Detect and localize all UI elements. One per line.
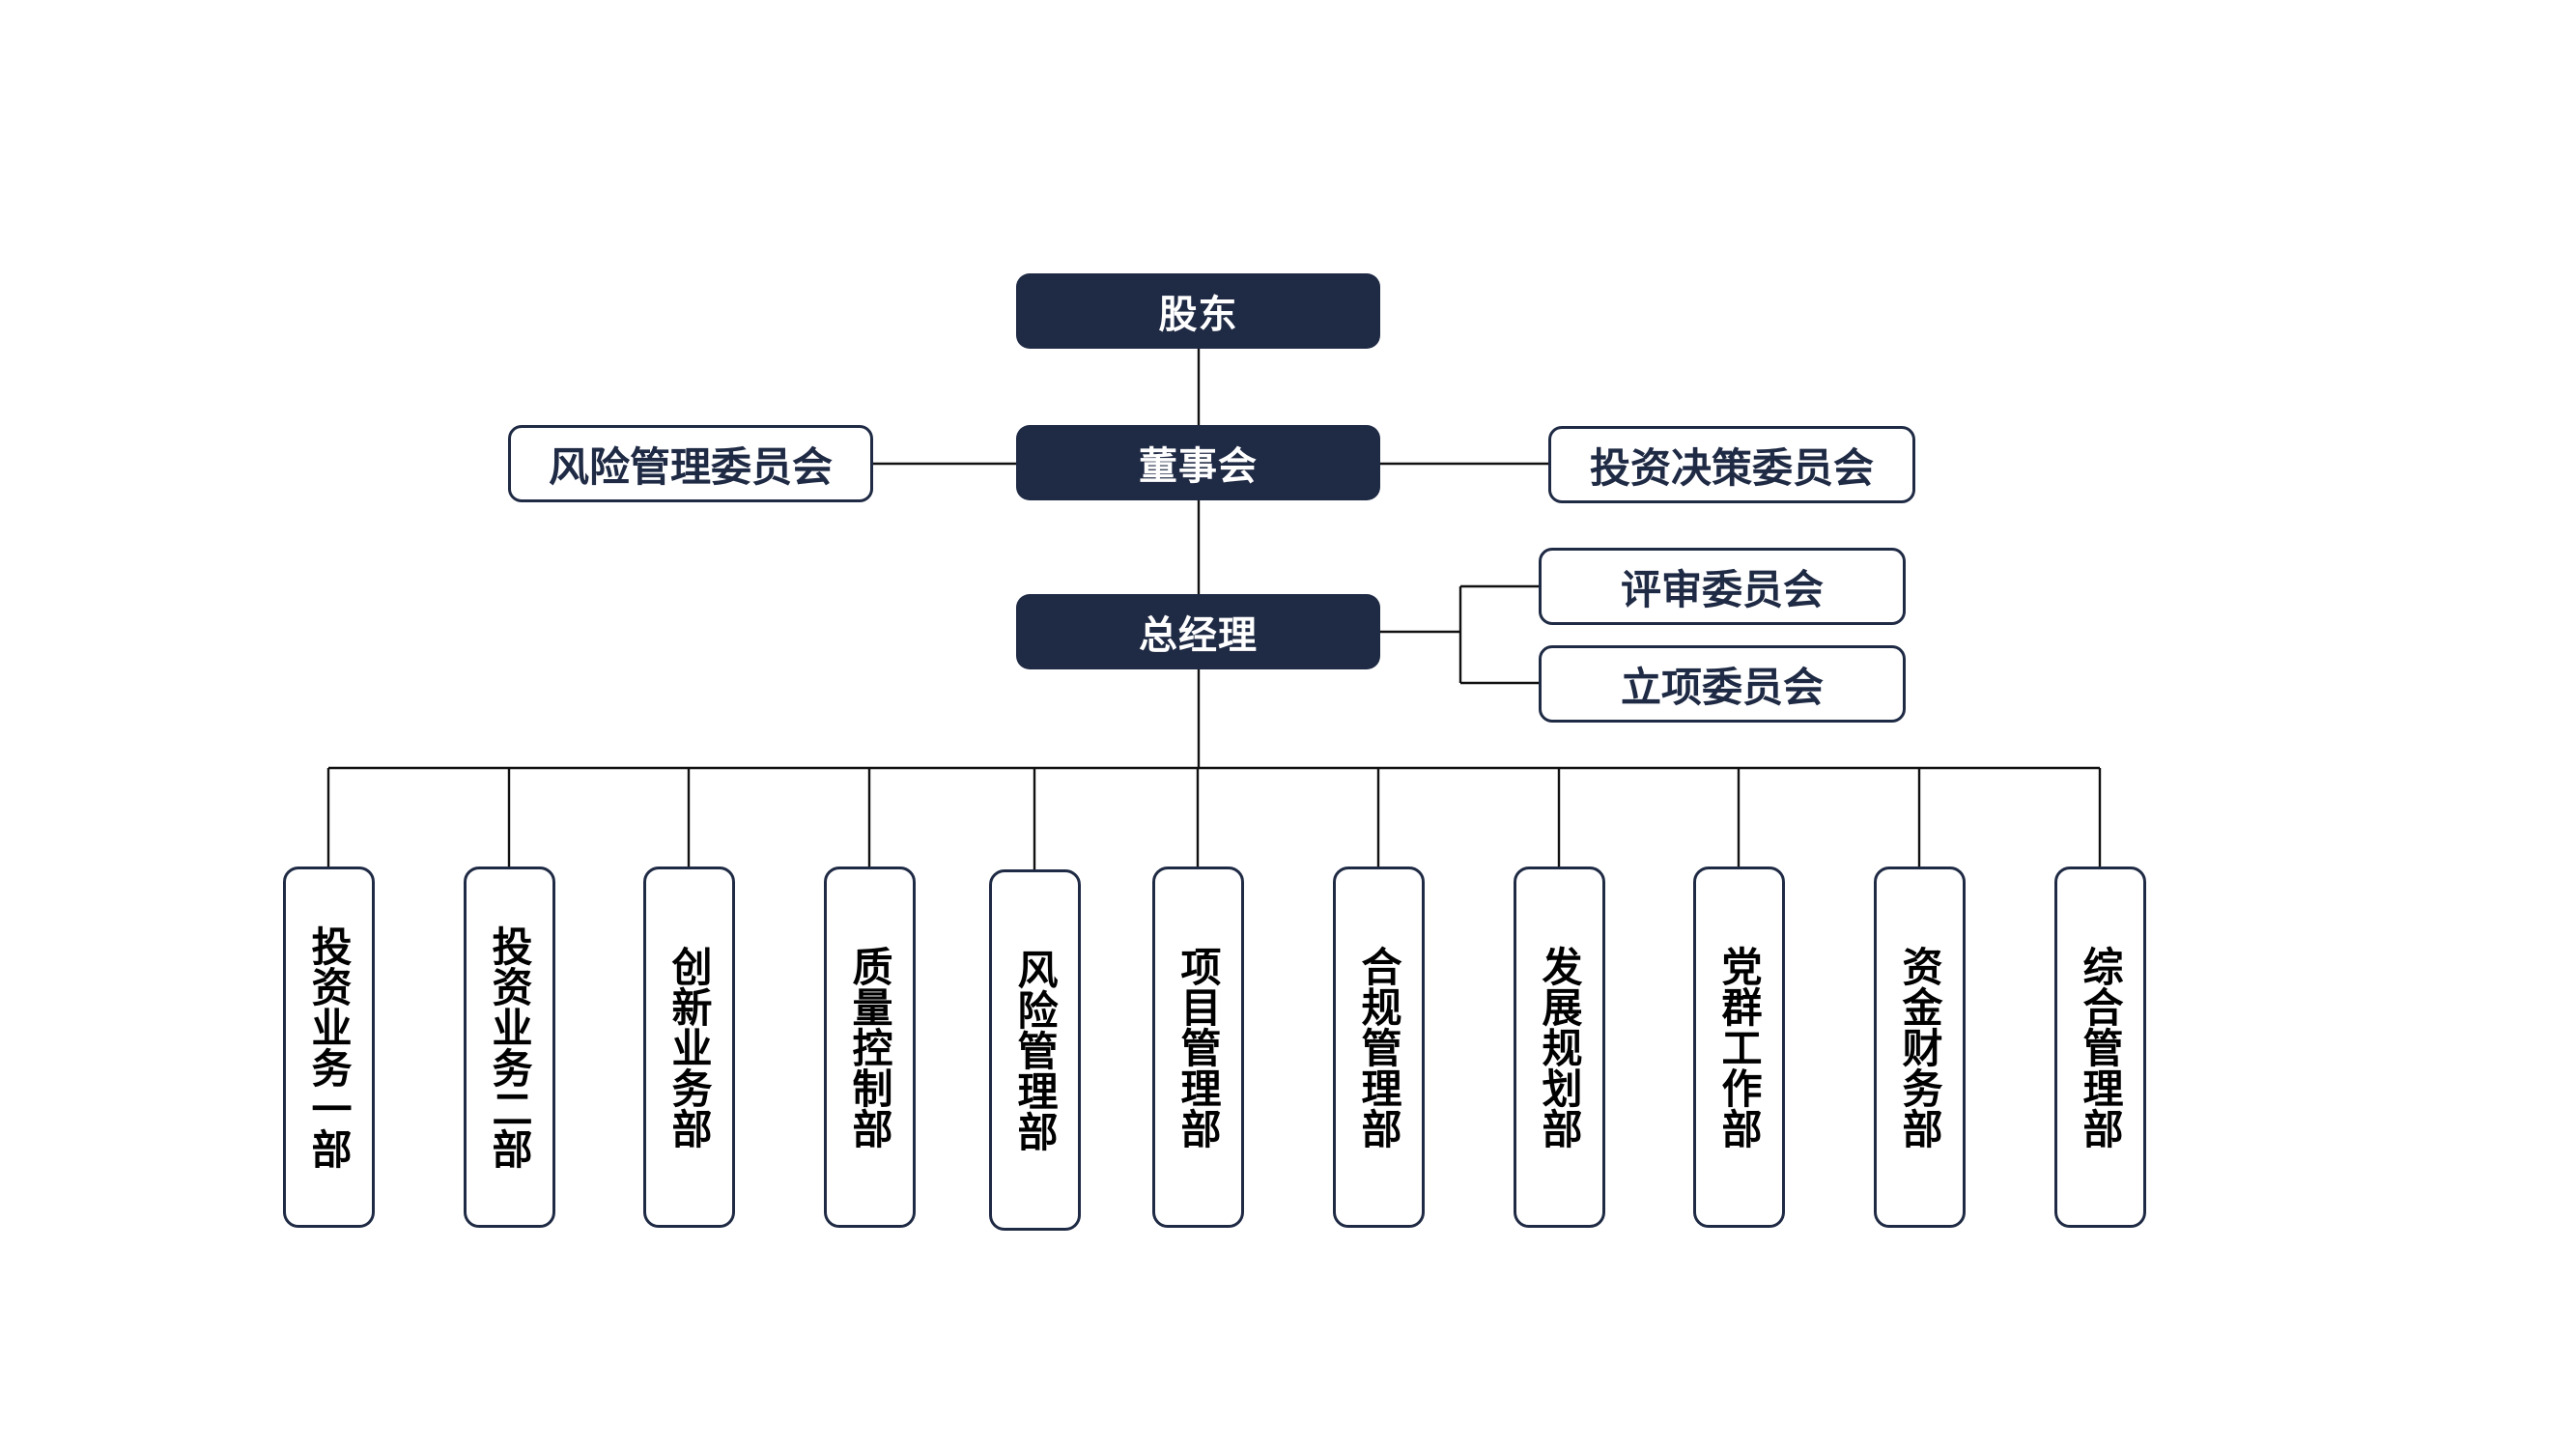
shareholders-label: 股东 <box>1158 293 1238 337</box>
risk-management-committee-label: 风险管理委员会 <box>548 442 833 491</box>
department-node[interactable]: 发展规划部 <box>1513 867 1605 1228</box>
review-committee-label: 评审委员会 <box>1620 565 1824 613</box>
department-label: 党群工作部 <box>1715 946 1763 1149</box>
department-label: 投资业务二部 <box>486 925 533 1169</box>
department-node[interactable]: 创新业务部 <box>642 867 735 1228</box>
board-label: 董事会 <box>1139 444 1258 489</box>
investment-decision-committee-node[interactable]: 投资决策委员会 <box>1548 426 1915 503</box>
department-node[interactable]: 项目管理部 <box>1151 867 1244 1228</box>
department-node[interactable]: 资金财务部 <box>1873 867 1966 1228</box>
board-node[interactable]: 董事会 <box>1016 425 1380 500</box>
general-manager-node[interactable]: 总经理 <box>1016 594 1380 669</box>
general-manager-label: 总经理 <box>1139 613 1258 658</box>
project-approval-committee-node[interactable]: 立项委员会 <box>1539 645 1906 723</box>
department-label: 综合管理部 <box>2077 946 2124 1149</box>
department-label: 创新业务部 <box>665 946 713 1149</box>
department-node[interactable]: 党群工作部 <box>1692 867 1785 1228</box>
department-label: 风险管理部 <box>1011 949 1059 1151</box>
investment-decision-committee-label: 投资决策委员会 <box>1589 443 1874 492</box>
department-drop-lines <box>326 768 2102 869</box>
department-node[interactable]: 投资业务二部 <box>463 867 555 1228</box>
department-label: 合规管理部 <box>1355 946 1402 1149</box>
department-node[interactable]: 风险管理部 <box>988 869 1081 1231</box>
risk-management-committee-node[interactable]: 风险管理委员会 <box>508 425 873 502</box>
department-label: 资金财务部 <box>1896 946 1943 1149</box>
department-label: 发展规划部 <box>1536 946 1583 1149</box>
department-label: 投资业务一部 <box>305 925 353 1169</box>
department-node[interactable]: 质量控制部 <box>823 867 916 1228</box>
department-node[interactable]: 综合管理部 <box>2053 867 2146 1228</box>
department-node[interactable]: 合规管理部 <box>1332 867 1425 1228</box>
project-approval-committee-label: 立项委员会 <box>1620 663 1824 711</box>
shareholders-node[interactable]: 股东 <box>1016 273 1380 349</box>
department-node[interactable]: 投资业务一部 <box>282 867 375 1228</box>
department-label: 质量控制部 <box>846 946 893 1149</box>
review-committee-node[interactable]: 评审委员会 <box>1539 548 1906 625</box>
department-label: 项目管理部 <box>1175 946 1222 1149</box>
